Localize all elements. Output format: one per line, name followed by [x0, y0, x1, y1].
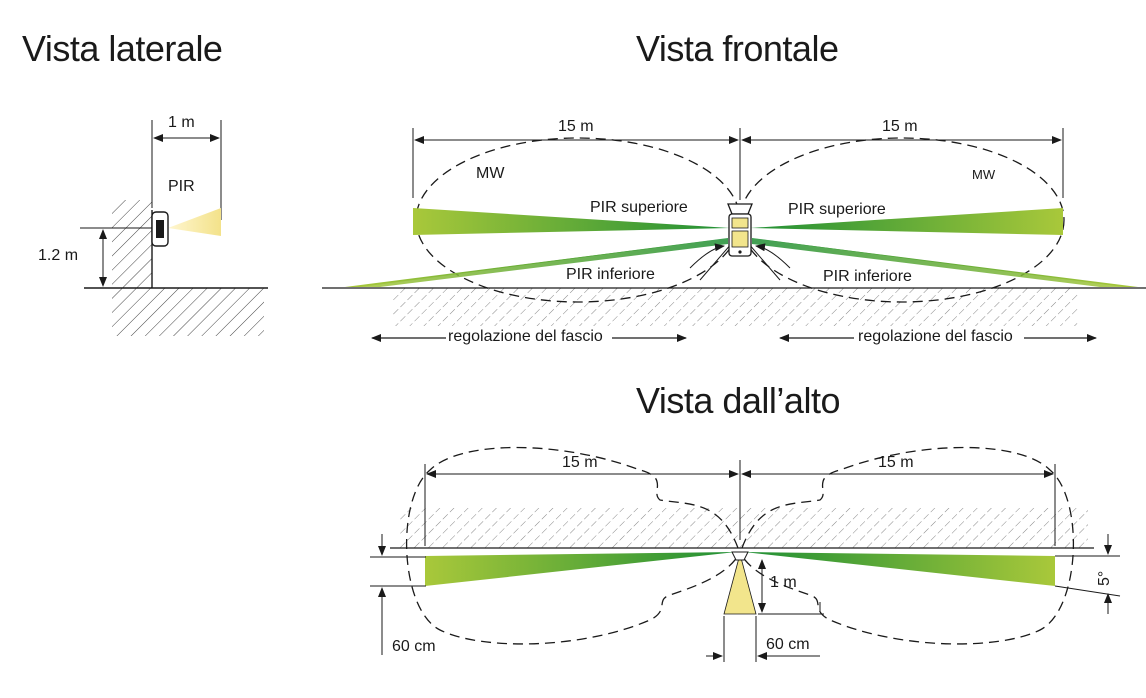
- front-mw-right: MW: [972, 167, 996, 182]
- top-beam-left: [425, 552, 736, 586]
- front-right-range: 15 m: [882, 118, 918, 135]
- top-angle-label: 5°: [1096, 570, 1113, 586]
- top-offset-left: 60 cm: [392, 638, 436, 655]
- front-pir-upper-right-label: PIR superiore: [788, 201, 886, 218]
- top-depth-label: 1 m: [770, 574, 797, 591]
- front-ground: [392, 288, 1078, 326]
- top-view-title: Vista dall’alto: [636, 380, 840, 421]
- front-left-range: 15 m: [558, 118, 594, 135]
- top-lobe-right: [741, 446, 1075, 645]
- front-pir-upper-left: [413, 208, 730, 235]
- top-left-range: 15 m: [562, 454, 598, 471]
- side-view-title: Vista laterale: [22, 28, 223, 69]
- top-offset-center: 60 cm: [766, 636, 810, 653]
- top-lobe-left: [405, 446, 739, 645]
- side-pir-label: PIR: [168, 178, 195, 195]
- front-mw-left: MW: [476, 165, 505, 182]
- side-view: [80, 120, 268, 336]
- front-pir-upper-right: [750, 208, 1063, 235]
- side-wall: [112, 200, 152, 288]
- top-view: [370, 446, 1121, 662]
- front-pir-lower-right-label: PIR inferiore: [823, 268, 912, 285]
- front-device: [727, 203, 753, 257]
- front-beam-adjust-left: regolazione del fascio: [448, 328, 603, 345]
- front-beam-adjust-right: regolazione del fascio: [858, 328, 1013, 345]
- side-width-label: 1 m: [168, 114, 195, 131]
- top-pir-cone: [723, 552, 757, 615]
- side-height-label: 1.2 m: [38, 247, 79, 264]
- side-ground: [112, 288, 264, 336]
- top-wall: [400, 508, 1088, 548]
- front-pir-lower-left-label: PIR inferiore: [566, 266, 655, 283]
- side-pir-cone: [168, 208, 221, 236]
- front-pir-upper-left-label: PIR superiore: [590, 199, 688, 216]
- top-beam-right: [744, 552, 1055, 586]
- front-view: [322, 128, 1146, 342]
- top-right-range: 15 m: [878, 454, 914, 471]
- front-pir-lower-right: [750, 238, 1138, 287]
- front-view-title: Vista frontale: [636, 28, 839, 69]
